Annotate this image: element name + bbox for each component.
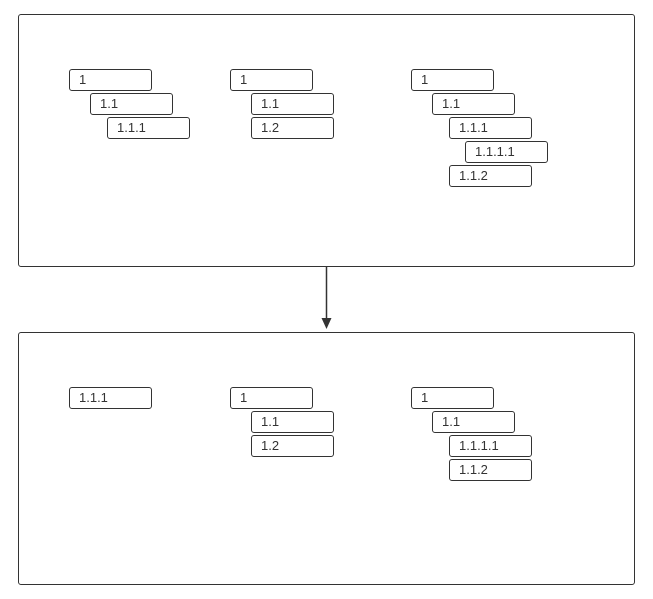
tree-node: 1.1.2 <box>449 165 532 187</box>
arrow-head <box>321 318 332 329</box>
tree-node: 1.1 <box>90 93 173 115</box>
tree-node: 1.1 <box>432 93 515 115</box>
tree-node: 1.2 <box>251 117 334 139</box>
tree-node: 1.1 <box>432 411 515 433</box>
tree-node: 1 <box>411 387 494 409</box>
tree-node: 1 <box>411 69 494 91</box>
tree-node: 1.1.1 <box>449 117 532 139</box>
tree-node: 1 <box>230 387 313 409</box>
tree-node: 1 <box>69 69 152 91</box>
tree-node: 1.1.2 <box>449 459 532 481</box>
tree-node: 1.1 <box>251 93 334 115</box>
tree-node: 1.1.1.1 <box>465 141 548 163</box>
tree-node: 1.1 <box>251 411 334 433</box>
tree-node: 1.1.1.1 <box>449 435 532 457</box>
tree-node: 1.1.1 <box>69 387 152 409</box>
tree-node: 1.2 <box>251 435 334 457</box>
tree-node: 1 <box>230 69 313 91</box>
tree-node: 1.1.1 <box>107 117 190 139</box>
